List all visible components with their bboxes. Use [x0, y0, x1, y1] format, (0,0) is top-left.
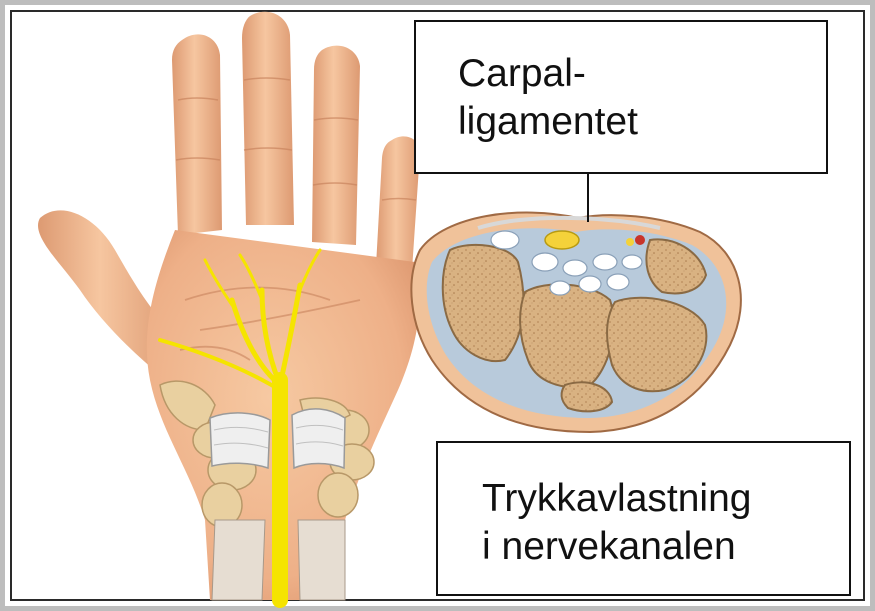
forearm-right	[298, 520, 345, 600]
median-nerve-section	[545, 231, 579, 249]
index-finger	[172, 34, 222, 235]
label-release-line-2: i nervekanalen	[482, 523, 849, 571]
ligament-right	[292, 409, 345, 468]
middle-finger	[242, 12, 294, 225]
ring-finger	[312, 46, 360, 245]
label-carpal-ligament-line-2: ligamentet	[458, 98, 826, 146]
ligament-left	[210, 413, 270, 468]
label-release-line-1: Trykkavlastning	[482, 475, 849, 523]
ulnar-nerve	[626, 238, 634, 246]
label-carpal-ligament-line-1: Carpal-	[458, 50, 826, 98]
ulnar-artery	[635, 235, 645, 245]
forearm-left	[212, 520, 265, 600]
label-release: Trykkavlastning i nervekanalen	[436, 441, 851, 596]
label-carpal-ligament: Carpal- ligamentet	[414, 20, 828, 174]
hand-illustration	[38, 12, 420, 600]
wrist-cross-section	[411, 174, 740, 432]
